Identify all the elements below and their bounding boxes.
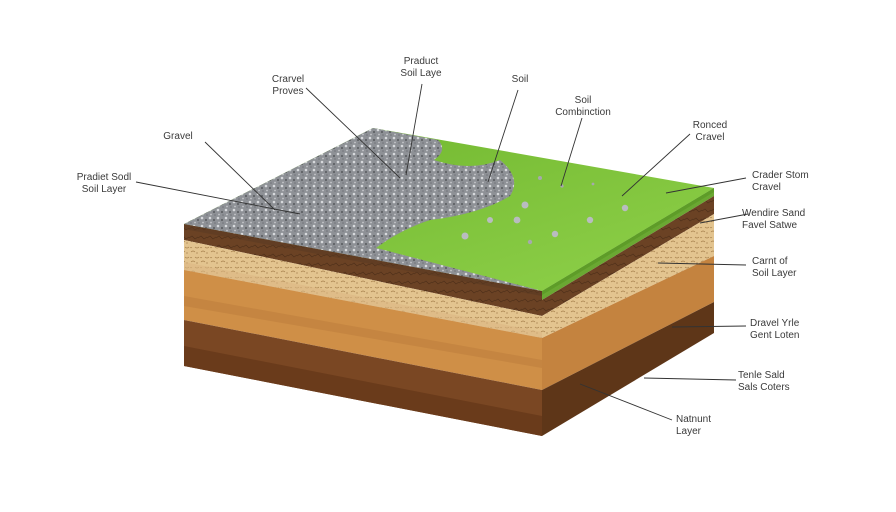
label-line: Crarvel xyxy=(271,74,305,85)
block-front-face xyxy=(184,224,542,436)
pebble xyxy=(461,232,469,240)
label-line: Sals Coters xyxy=(738,382,790,393)
leader-pradiet-soil-layer xyxy=(135,181,301,215)
pebble xyxy=(513,216,521,224)
leader-ronced-gravel xyxy=(621,133,691,197)
leader-crader-stom-gravel xyxy=(665,177,747,194)
label-line: Natnunt xyxy=(676,414,712,425)
label-line: Dravel Yrle xyxy=(750,318,800,329)
leader-gravel xyxy=(204,141,276,211)
pebble xyxy=(487,217,493,223)
block-top-face xyxy=(184,128,714,296)
side-sand xyxy=(542,214,714,338)
label-line: Proves xyxy=(272,86,304,97)
label-line: Crader Stom xyxy=(752,170,809,181)
label-soil-combination: Soil Combinction xyxy=(555,95,611,119)
leader-lines xyxy=(135,83,749,421)
block-side-face xyxy=(542,188,714,436)
top-right-edge xyxy=(542,188,714,295)
label-line: Gravel xyxy=(163,131,193,142)
leader-tenle-sand xyxy=(643,377,737,381)
pebble xyxy=(591,182,595,186)
leader-wendire-sand xyxy=(699,213,749,224)
leader-gravel-yrle xyxy=(671,325,747,328)
front-sand xyxy=(184,240,542,338)
label-produced-soil-layer: Praduct Soil Laye xyxy=(400,56,441,80)
leader-natnunt-layer xyxy=(579,383,673,421)
front-subsoil-shade xyxy=(184,346,542,436)
front-clay-band xyxy=(184,296,542,368)
label-natnunt-layer: Natnunt Layer xyxy=(676,414,711,438)
label-line: Cravel xyxy=(695,132,725,143)
pebble xyxy=(538,176,542,180)
label-line: Praduct xyxy=(403,56,439,67)
label-line: Tenle Sald xyxy=(738,370,785,381)
label-line: Gent Loten xyxy=(750,330,800,341)
label-tenle-sand: Tenle Sald Sals Coters xyxy=(738,370,790,394)
label-line: Wendire Sand xyxy=(742,208,806,219)
side-subsoil xyxy=(542,302,714,436)
label-pradiet-soil-layer: Pradiet Sodl Soil Layer xyxy=(77,172,131,196)
pebble xyxy=(527,239,533,245)
front-topsoil xyxy=(184,224,542,316)
label-line: Carnt of xyxy=(752,256,788,267)
front-clay xyxy=(184,270,542,390)
label-gravel-proves: Crarvel Proves xyxy=(272,74,304,98)
pebble xyxy=(551,230,559,238)
label-line: Soil xyxy=(511,74,529,85)
label-carnt-of-soil-layer: Carnt of Soil Layer xyxy=(752,256,796,280)
label-line: Soil Layer xyxy=(752,268,797,279)
label-crader-stom-gravel: Crader Stom Cravel xyxy=(752,170,809,194)
leader-produced-soil-layer xyxy=(405,83,423,176)
top-front-edge-dark xyxy=(184,224,542,296)
label-soil: Soil xyxy=(512,74,529,86)
leader-soil xyxy=(487,89,519,183)
leader-gravel-proves xyxy=(305,87,401,179)
label-line: Favel Satwe xyxy=(742,220,798,231)
label-gravel-yrle: Dravel Yrle Gent Loten xyxy=(750,318,799,342)
side-clay xyxy=(542,256,714,390)
label-line: Pradiet Sodl xyxy=(76,172,132,183)
side-topsoil xyxy=(542,196,714,316)
label-line: Combinction xyxy=(555,107,611,118)
pebble xyxy=(621,204,629,212)
label-line: Ronced xyxy=(692,120,728,131)
label-line: Soil Layer xyxy=(81,184,127,195)
label-wendire-sand: Wendire Sand Favel Satwe xyxy=(742,208,805,232)
leader-carnt-of-soil-layer xyxy=(657,262,747,266)
pebble xyxy=(521,201,529,209)
label-line: Soil Laye xyxy=(400,68,442,79)
leader-soil-combination xyxy=(560,117,583,187)
label-line: Cravel xyxy=(752,182,781,193)
label-line: Layer xyxy=(676,426,702,437)
pebble xyxy=(586,216,594,224)
label-ronced-gravel: Ronced Cravel xyxy=(693,120,727,144)
label-line: Soil xyxy=(574,95,592,106)
label-gravel: Gravel xyxy=(163,131,192,143)
top-gravel xyxy=(184,128,542,291)
